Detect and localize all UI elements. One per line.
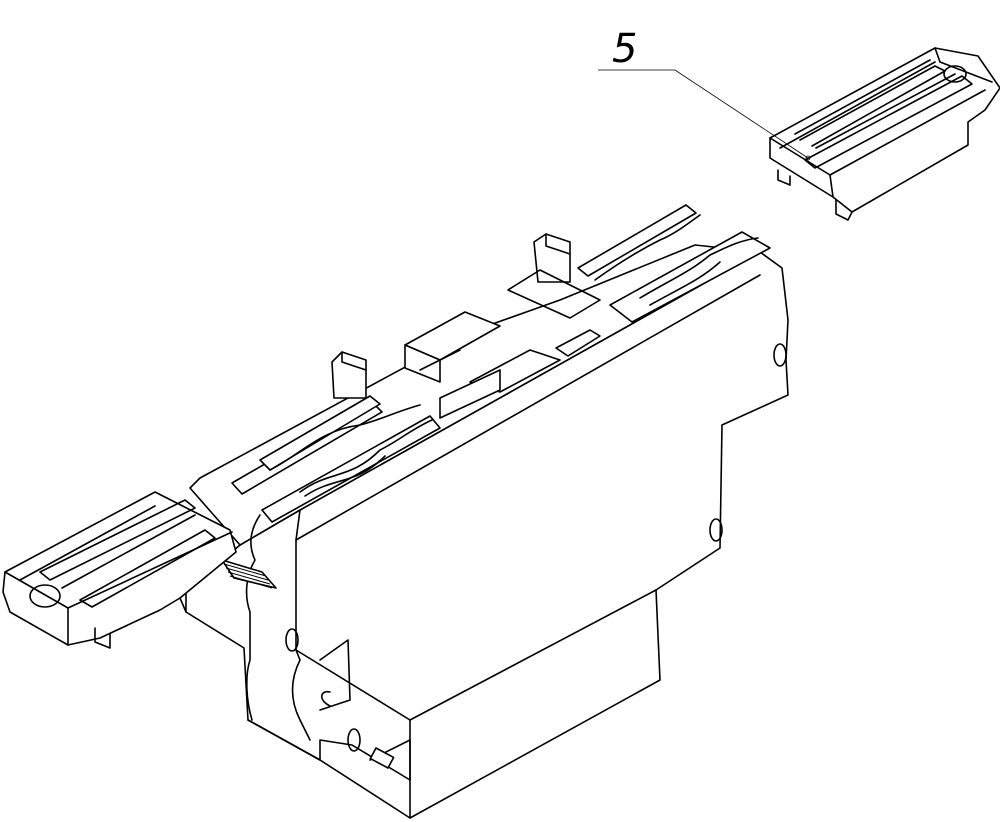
top-rails <box>231 204 771 523</box>
mounting-hole-icon <box>773 343 787 367</box>
mounting-hole-icon <box>347 728 361 752</box>
lever-hole-icon <box>29 584 61 608</box>
callout-label: 5 <box>612 26 637 72</box>
mounting-hole-icon <box>285 628 299 652</box>
attached-lever <box>2 491 237 649</box>
leader-dot-icon <box>805 155 811 161</box>
mounting-hole-icon <box>709 518 723 542</box>
lever-hole-icon <box>943 65 967 83</box>
detached-lever-part <box>769 47 1000 221</box>
callout-5: 5 <box>598 26 811 161</box>
ribbed-grip <box>221 559 277 589</box>
